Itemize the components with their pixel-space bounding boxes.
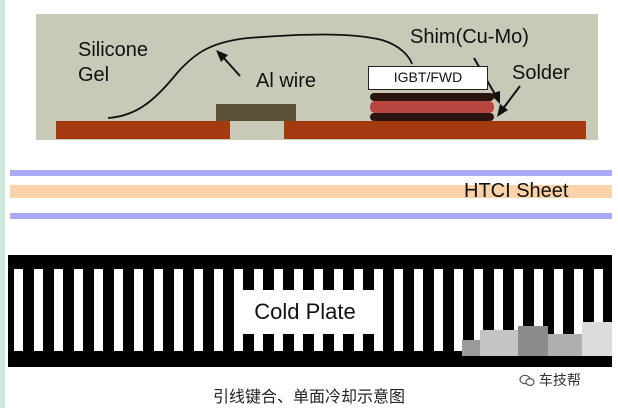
silicone-gel-curve	[107, 33, 413, 119]
cold-plate-fin	[74, 269, 83, 351]
cold-plate-fin	[514, 269, 523, 351]
silicone-gel-label: Silicone Gel	[78, 39, 149, 86]
al-wire-arrow	[216, 50, 241, 77]
cold-plate-label-box: Cold Plate	[234, 290, 376, 334]
cold-plate-label: Cold Plate	[254, 299, 356, 324]
shim-layer	[370, 101, 494, 113]
cold-plate-fin	[214, 269, 223, 351]
chip-solder-stack	[370, 93, 494, 121]
blurred-patch	[462, 322, 612, 356]
cold-plate-fin	[34, 269, 43, 351]
shim-label: Shim(Cu-Mo)	[410, 26, 529, 48]
cold-plate-fin	[394, 269, 403, 351]
cold-plate-fin	[494, 269, 503, 351]
cold-plate-fin	[14, 269, 23, 351]
cold-plate-fin	[534, 269, 543, 351]
cold-plate-fin	[194, 269, 203, 351]
watermark: 车技帮	[519, 370, 581, 390]
htci-sheet-label: HTCI Sheet	[464, 180, 569, 202]
cold-plate-fin	[94, 269, 103, 351]
wechat-icon	[519, 374, 535, 387]
cold-plate-fin	[474, 269, 483, 351]
htci-sheet-band	[10, 185, 612, 198]
solder-arrow	[497, 85, 521, 117]
figure-caption: 引线键合、单面冷却示意图	[212, 389, 405, 406]
cold-plate-fin	[154, 269, 163, 351]
watermark-text: 车技帮	[538, 372, 581, 388]
htci-top-line	[10, 170, 612, 176]
cold-plate-fin	[574, 269, 583, 351]
chip-label: IGBT/FWD	[368, 66, 488, 90]
substrate-left	[56, 121, 230, 139]
cold-plate-fin	[374, 269, 383, 351]
cold-plate-fin	[134, 269, 143, 351]
al-wire-label: Al wire	[256, 70, 317, 92]
solder-label: Solder	[512, 62, 570, 84]
left-edge-strip	[0, 0, 5, 408]
cold-plate-fin	[174, 269, 183, 351]
cold-plate-fin	[414, 269, 423, 351]
cold-plate-fin	[54, 269, 63, 351]
solder-layer-bottom	[370, 113, 494, 121]
cold-plate-fin	[114, 269, 123, 351]
cold-plate-fin	[554, 269, 563, 351]
al-wire-bond-pad	[216, 104, 296, 121]
htci-bottom-line	[10, 213, 612, 219]
cold-plate-fin	[434, 269, 443, 351]
cold-plate-fin	[454, 269, 463, 351]
cold-plate-fin	[594, 269, 603, 351]
substrate-right	[284, 121, 586, 139]
solder-layer-top	[370, 93, 494, 101]
